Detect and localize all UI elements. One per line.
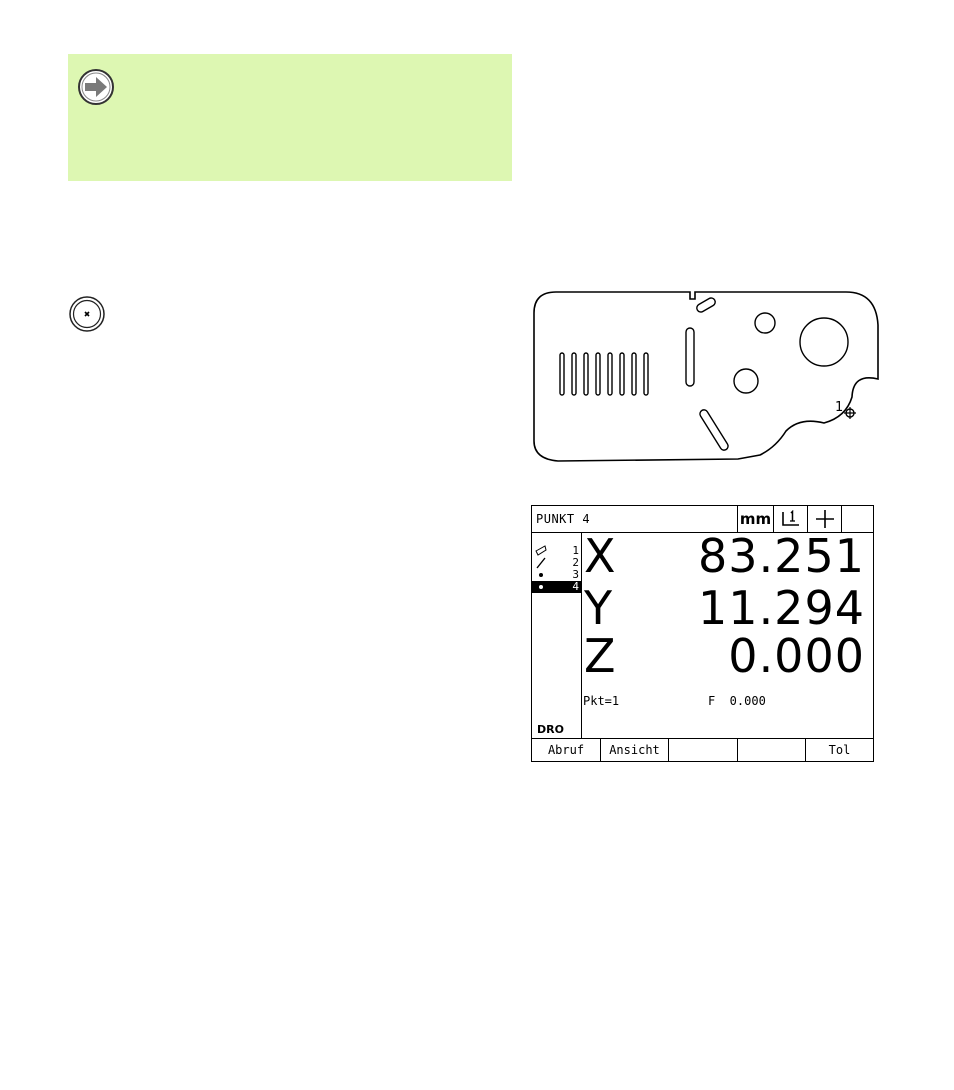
softkey-bar: Abruf Ansicht Tol [532,738,873,761]
softkey-abruf[interactable]: Abruf [532,739,601,761]
point-icon [539,573,543,577]
axis-value: 11.294 [698,581,865,635]
axis-value: 0.000 [728,629,865,683]
reference-datum-button[interactable] [773,506,807,532]
point-icon [539,585,543,589]
crosshair-button[interactable] [807,506,841,532]
reference-datum-icon [781,510,799,526]
point-label: 1 [835,400,843,415]
softkey-tol[interactable]: Tol [828,743,851,757]
unit-toggle[interactable]: mm [737,506,773,532]
softkey-ansicht[interactable]: Ansicht [601,739,669,761]
mode-label: DRO [537,723,564,736]
enter-point-icon [69,296,105,332]
part-drawing: 1 [533,291,879,462]
dro-title: PUNKT 4 [536,512,591,526]
axis-row-x: X 83.251 [582,529,873,586]
form-error: F 0.000 [708,694,766,708]
feature-item[interactable]: 2 [532,556,581,569]
header-empty-cell [841,506,873,532]
feature-item[interactable]: 1 [532,544,581,557]
softkey-3[interactable] [669,739,738,761]
feature-item-selected[interactable]: 4 [532,580,581,593]
feature-item[interactable]: 3 [532,568,581,581]
note-box [68,54,512,181]
unit-label: mm [739,510,772,528]
axis-row-z: Z 0.000 [582,629,873,686]
line-icon [536,557,546,569]
measure-alignment-icon [535,545,547,556]
softkey-4[interactable] [738,739,806,761]
arrow-right-icon [78,69,114,105]
probe-point-icon [844,407,856,419]
axis-value: 83.251 [698,529,865,583]
axis-label: X [584,529,616,583]
axis-row-y: Y 11.294 [582,581,873,638]
feature-list: 1 2 3 4 DRO [532,533,582,738]
dro-header: PUNKT 4 mm [532,506,873,533]
axis-label: Z [584,629,616,683]
dro-screen: PUNKT 4 mm 1 2 [531,505,874,762]
point-count: Pkt=1 [583,694,620,708]
axis-label: Y [584,581,613,635]
crosshair-icon [815,510,834,528]
